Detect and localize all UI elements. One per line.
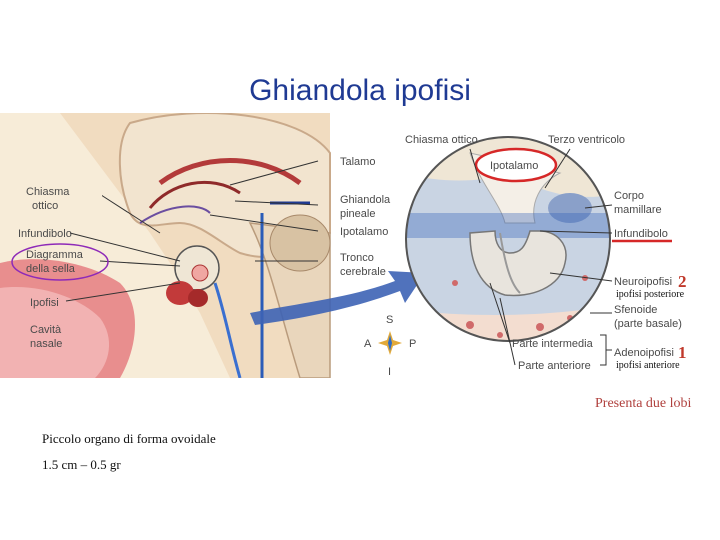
label-pineale: pineale [340,208,375,220]
note-ipofisi-posteriore: ipofisi posteriore [616,289,685,300]
label-infundibolo-left: Infundibolo [18,228,72,240]
label-della-sella: della sella [26,263,76,275]
label-parte-anteriore: Parte anteriore [518,360,591,372]
label-cavita: Cavità [30,324,62,336]
label-mamillare: mamillare [614,204,662,216]
label-chiasma-ottico-2: ottico [32,200,58,212]
label-terzo-ventricolo: Terzo ventricolo [548,134,625,146]
magnified-pituitary: Ipotalamo [400,133,672,365]
label-chiasma-ottico-zoom: Chiasma ottico [405,134,478,146]
label-ghiandola: Ghiandola [340,194,391,206]
label-adenoipofisi: Adenoipofisi [614,347,674,359]
compass-s: S [386,314,393,326]
label-talamo: Talamo [340,156,375,168]
page-title: Ghiandola ipofisi [0,74,720,108]
label-ipotalamo-mid: Ipotalamo [340,226,388,238]
label-parte-intermedia: Parte intermedia [512,338,594,350]
label-sfenoide: Sfenoide [614,304,657,316]
pituitary-illustration: Chiasma ottico Infundibolo Diagramma del… [0,113,704,378]
label-infundibolo-zoom: Infundibolo [614,228,668,240]
label-ipotalamo-zoom: Ipotalamo [490,160,538,172]
label-corpo: Corpo [614,190,644,202]
compass-a: A [364,338,372,350]
mid-labels: Talamo Ghiandola pineale Ipotalamo Tronc… [336,143,408,283]
compass-p: P [409,338,416,350]
label-cerebrale: cerebrale [340,266,386,278]
lobi-note: Presenta due lobi [595,396,691,412]
label-diagramma: Diagramma [26,249,84,261]
description-line-1: Piccolo organo di forma ovoidale [42,431,216,447]
description-line-2: 1.5 cm – 0.5 gr [42,457,121,473]
label-ipofisi-left: Ipofisi [30,297,59,309]
label-neuroipofisi: Neuroipofisi [614,276,672,288]
compass-rose: S A P I [364,314,416,378]
label-nasale: nasale [30,338,62,350]
label-chiasma-ottico-1: Chiasma [26,186,70,198]
label-tronco: Tronco [340,252,374,264]
compass-i: I [388,366,391,378]
note-ipofisi-anteriore: ipofisi anteriore [616,360,680,371]
label-parte-basale: (parte basale) [614,318,682,330]
